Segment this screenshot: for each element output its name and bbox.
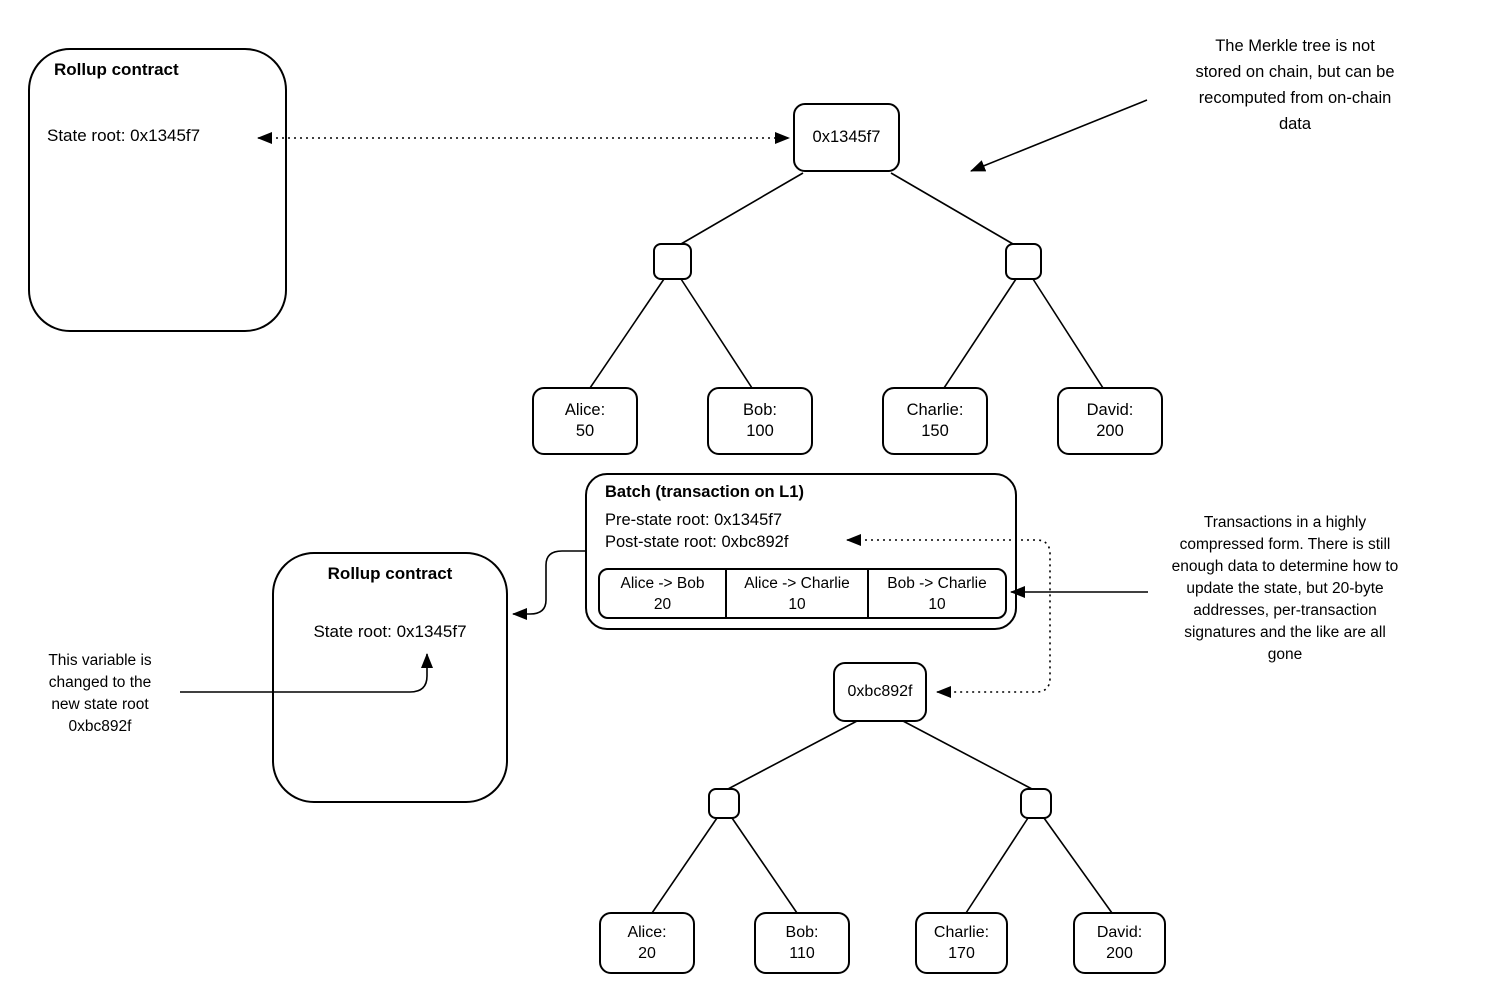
rollup-contract-state-root: State root: 0x1345f7 bbox=[47, 126, 201, 145]
batch-transactions-table: Alice -> Bob 20 Alice -> Charlie 10 Bob … bbox=[598, 568, 1007, 619]
leaf-name: Alice: bbox=[564, 401, 606, 419]
annotation-compressed-transactions: Transactions in a highly compressed form… bbox=[1135, 512, 1435, 666]
rollup-contract-box-top: Rollup contract State root: 0x1345f7 bbox=[28, 48, 287, 332]
transaction-cell: Bob -> Charlie 10 bbox=[867, 570, 1005, 617]
tree-pre-internal-left bbox=[653, 243, 692, 280]
batch-post-state-root: Post-state root: 0xbc892f bbox=[605, 533, 789, 551]
annotation-line: signatures and the like are all bbox=[1184, 624, 1386, 641]
transaction-label: Bob -> Charlie bbox=[887, 574, 987, 592]
transaction-label: Alice -> Charlie bbox=[744, 574, 850, 592]
leaf-name: David: bbox=[1086, 401, 1134, 419]
tree-pre-leaf-david: David: 200 bbox=[1057, 387, 1163, 455]
leaf-name: Bob: bbox=[743, 401, 777, 419]
annotation-line: compressed form. There is still bbox=[1179, 536, 1391, 553]
edge-pre-left-alice bbox=[589, 278, 665, 389]
rollup-contract-box-bottom: Rollup contract State root: 0x1345f7 bbox=[272, 552, 508, 803]
edge-pre-right-charlie bbox=[943, 278, 1017, 389]
tree-post-leaf-alice: Alice: 20 bbox=[599, 912, 695, 974]
leaf-name: Charlie: bbox=[906, 401, 964, 419]
edge-post-root-left bbox=[727, 720, 858, 790]
annotation-variable-changed: This variable is changed to the new stat… bbox=[20, 650, 180, 738]
tree-post-leaf-charlie: Charlie: 170 bbox=[915, 912, 1008, 974]
annotation-line: enough data to determine how to bbox=[1171, 558, 1399, 575]
arrow-merkle-annotation bbox=[970, 99, 1148, 172]
leaf-value: 200 bbox=[1096, 422, 1124, 440]
tree-post-root-node: 0xbc892f bbox=[833, 662, 927, 722]
annotation-line: addresses, per-transaction bbox=[1193, 602, 1377, 619]
leaf-name: Alice: bbox=[627, 924, 667, 941]
leaf-value: 150 bbox=[921, 422, 949, 440]
leaf-name: Charlie: bbox=[933, 924, 990, 941]
annotation-line: gone bbox=[1267, 646, 1303, 663]
tree-post-leaf-bob: Bob: 110 bbox=[754, 912, 850, 974]
leaf-value: 100 bbox=[746, 422, 774, 440]
transaction-amount: 20 bbox=[653, 595, 672, 613]
transaction-amount: 10 bbox=[928, 595, 946, 613]
transaction-label: Alice -> Bob bbox=[620, 574, 705, 592]
edge-post-root-right bbox=[902, 720, 1033, 790]
annotation-line: new state root bbox=[51, 696, 149, 713]
tree-pre-leaf-charlie: Charlie: 150 bbox=[882, 387, 988, 455]
edge-pre-right-david bbox=[1032, 278, 1104, 389]
leaf-value: 200 bbox=[1106, 945, 1133, 962]
tree-pre-leaf-bob: Bob: 100 bbox=[707, 387, 813, 455]
annotation-line: update the state, but 20-byte bbox=[1186, 580, 1384, 597]
annotation-merkle-tree: The Merkle tree is not stored on chain, … bbox=[1150, 33, 1440, 137]
batch-pre-state-root: Pre-state root: 0x1345f7 bbox=[605, 511, 783, 529]
transaction-amount: 10 bbox=[788, 595, 806, 613]
edge-pre-root-right bbox=[890, 172, 1014, 245]
edge-post-left-bob bbox=[731, 817, 798, 914]
batch-title: Batch (transaction on L1) bbox=[605, 483, 804, 501]
annotation-line: This variable is bbox=[48, 652, 152, 669]
annotation-line: 0xbc892f bbox=[68, 718, 132, 735]
tree-post-leaf-david: David: 200 bbox=[1073, 912, 1166, 974]
leaf-value: 50 bbox=[575, 422, 595, 440]
transaction-cell: Alice -> Bob 20 bbox=[600, 570, 725, 617]
arrow-batch-to-contract bbox=[512, 550, 586, 620]
annotation-line: changed to the bbox=[48, 674, 152, 691]
leaf-value: 170 bbox=[948, 945, 975, 962]
leaf-name: Bob: bbox=[785, 924, 819, 941]
rollup-contract-title: Rollup contract bbox=[327, 564, 453, 583]
edge-post-right-charlie bbox=[965, 817, 1029, 914]
edge-post-left-alice bbox=[651, 817, 718, 914]
annotation-line: recomputed from on-chain bbox=[1198, 89, 1392, 107]
tree-pre-root-node: 0x1345f7 bbox=[793, 103, 900, 172]
tree-pre-internal-right bbox=[1005, 243, 1042, 280]
tree-post-internal-left bbox=[708, 788, 740, 819]
leaf-value: 110 bbox=[789, 945, 815, 962]
tree-pre-leaf-alice: Alice: 50 bbox=[532, 387, 638, 455]
rollup-contract-title: Rollup contract bbox=[54, 60, 179, 79]
annotation-line: Transactions in a highly bbox=[1203, 514, 1367, 531]
transaction-cell: Alice -> Charlie 10 bbox=[725, 570, 867, 617]
annotation-line: data bbox=[1278, 115, 1312, 133]
tree-post-internal-right bbox=[1020, 788, 1052, 819]
edge-post-right-david bbox=[1043, 817, 1113, 914]
edge-pre-left-bob bbox=[680, 278, 753, 389]
rollup-contract-state-root: State root: 0x1345f7 bbox=[313, 622, 467, 641]
leaf-name: David: bbox=[1096, 924, 1143, 941]
leaf-value: 20 bbox=[638, 945, 656, 962]
annotation-line: stored on chain, but can be bbox=[1195, 63, 1395, 81]
annotation-line: The Merkle tree is not bbox=[1215, 37, 1375, 55]
edge-pre-root-left bbox=[680, 172, 804, 245]
